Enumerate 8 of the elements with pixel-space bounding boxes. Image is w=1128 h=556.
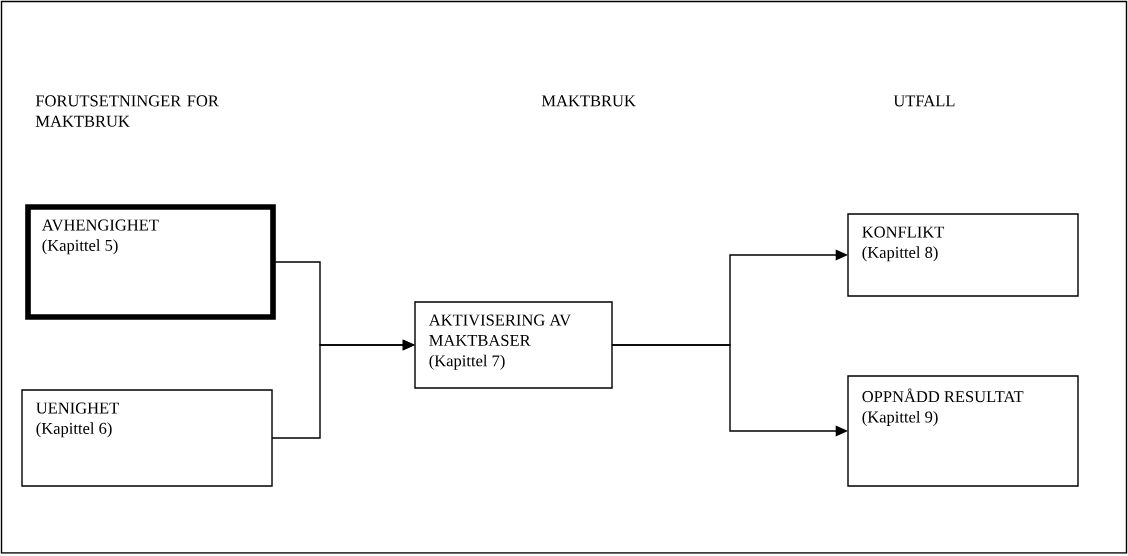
process-box: KONFLIKT (Kapittel 8) xyxy=(847,213,1079,297)
column-heading: MAKTBRUK xyxy=(541,95,636,107)
process-box: AVHENGIGHET (Kapittel 5) xyxy=(25,204,276,320)
column-heading: UTFALL xyxy=(893,95,955,107)
process-box: OPPNÅDD RESULTAT (Kapittel 9) xyxy=(847,375,1079,487)
column-heading: FORUTSETNINGER FOR MAKTBRUK xyxy=(35,95,219,127)
process-box: UENIGHET (Kapittel 6) xyxy=(21,389,273,487)
process-box: AKTIVISERING AV MAKTBASER (Kapittel 7) xyxy=(414,301,613,389)
